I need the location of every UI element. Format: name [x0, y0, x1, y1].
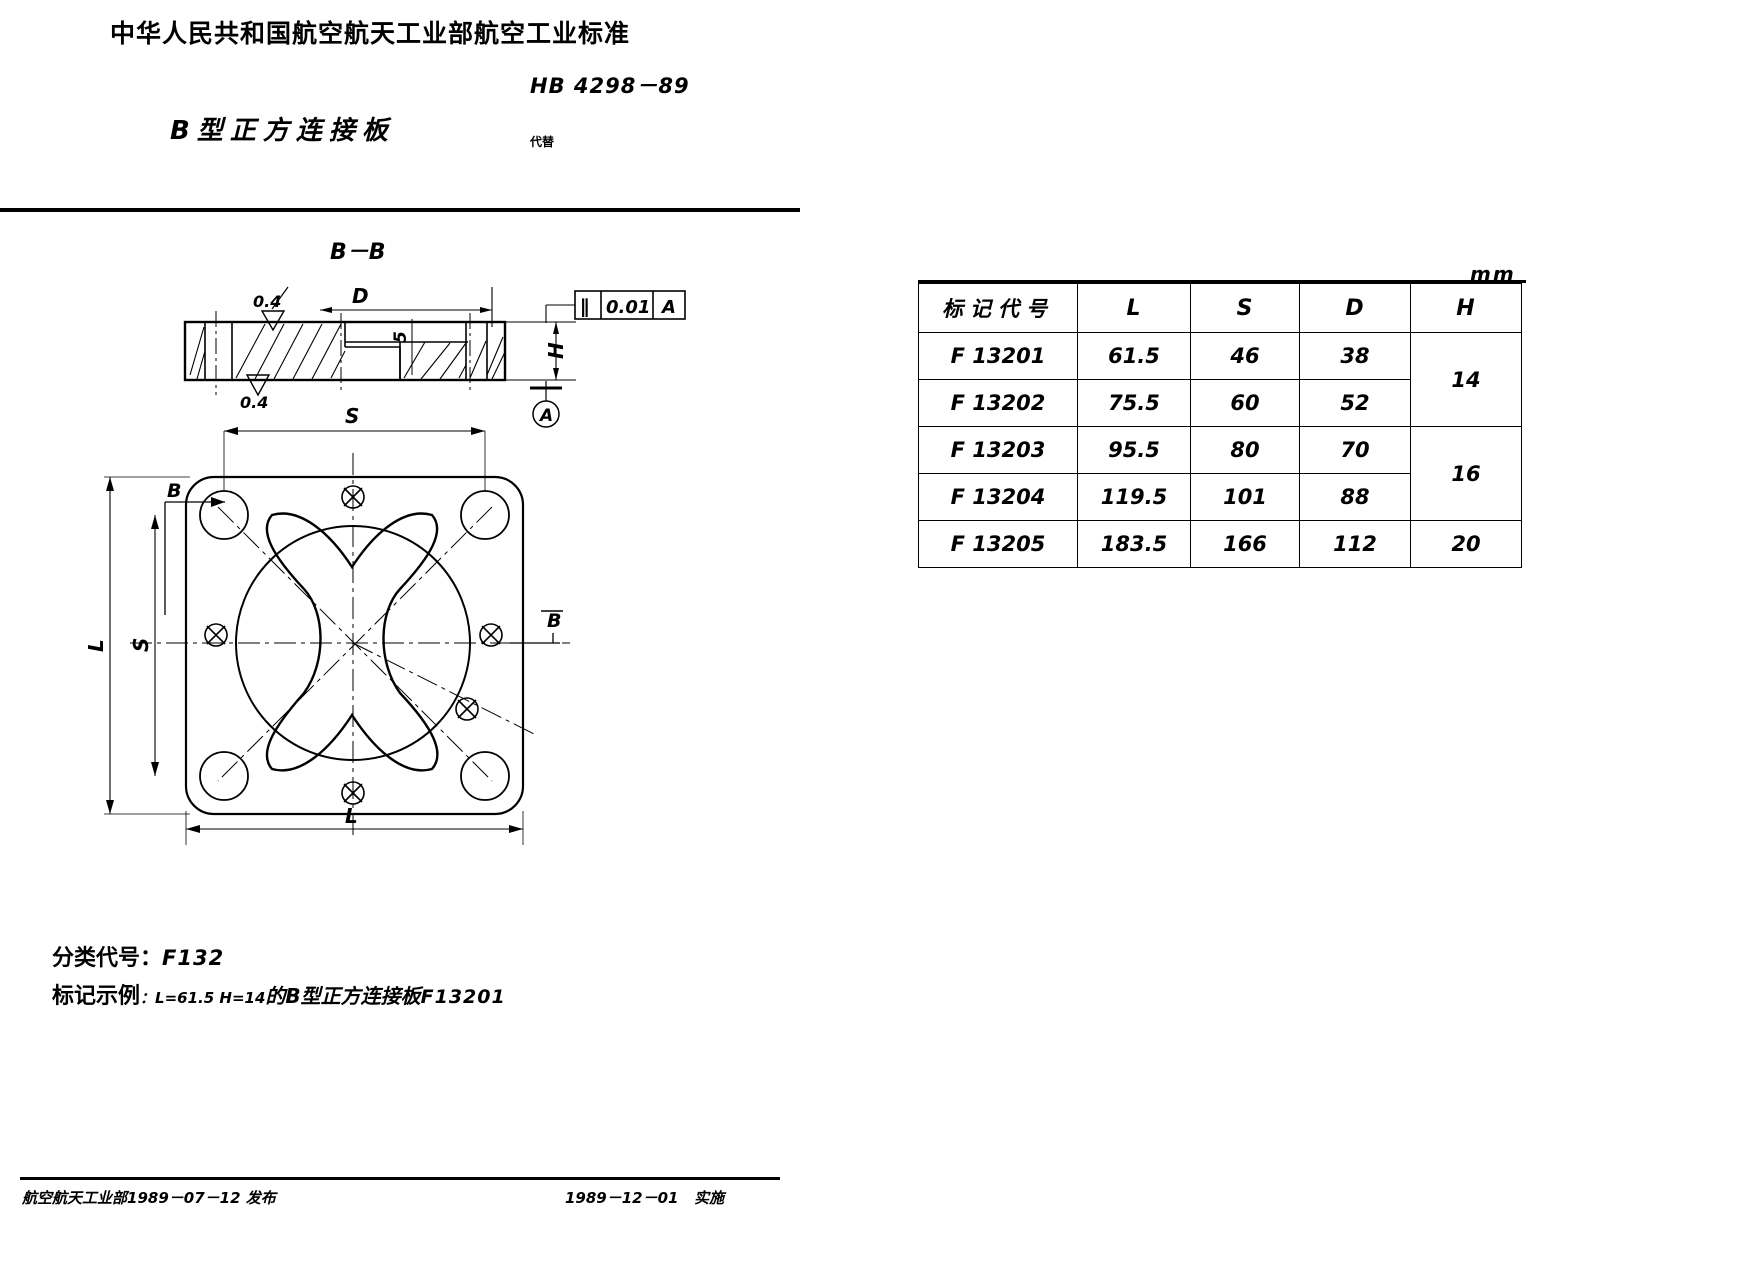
dimension-label-S-left: S	[129, 638, 153, 652]
table-row: F 13205 183.5 166 112 20	[918, 520, 1522, 568]
dimension-label-L-left: L	[84, 639, 108, 652]
cell-mark: F 13202	[918, 379, 1078, 427]
example-description: 的B型正方连接板	[265, 984, 421, 1008]
standard-number: HB 4298－89	[530, 74, 690, 98]
publish-verb: 发布	[245, 1189, 276, 1207]
page-title: 中华人民共和国航空航天工业部航空工业标准	[110, 19, 631, 48]
table-top-rule	[918, 280, 1526, 283]
tolerance-value: 0.01	[606, 297, 650, 318]
classification-value: F132	[162, 946, 225, 970]
cell-D: 88	[1299, 473, 1411, 521]
column-header-D: D	[1299, 283, 1411, 333]
cell-L: 119.5	[1077, 473, 1191, 521]
classification-label: 分类代号：	[52, 946, 163, 971]
column-header-L: L	[1077, 283, 1191, 333]
cell-D: 52	[1299, 379, 1411, 427]
dimension-label-S-top: S	[345, 404, 359, 428]
table-row: F 13202 75.5 60 52	[918, 379, 1522, 427]
dimension-label-depth: 5	[391, 331, 411, 343]
example-separator: ：	[140, 989, 156, 1007]
example-code: F13201	[420, 986, 506, 1008]
cell-L: 183.5	[1077, 520, 1191, 568]
replaces-label: 代替	[530, 135, 555, 149]
cell-S: 46	[1190, 332, 1300, 380]
table-header-row: 标记代号 L S D H	[918, 283, 1522, 333]
cell-mark: F 13201	[918, 332, 1078, 380]
part-name-title: B型正方连接板	[170, 116, 395, 146]
column-header-H: H	[1410, 283, 1522, 333]
cell-H: 20	[1410, 520, 1522, 568]
cell-H: 16	[1410, 426, 1522, 521]
cell-D: 70	[1299, 426, 1411, 474]
cell-L: 75.5	[1077, 379, 1191, 427]
column-header-mark: 标记代号	[918, 283, 1078, 333]
effective-verb: 实施	[694, 1189, 725, 1207]
cell-L: 61.5	[1077, 332, 1191, 380]
effective-date: 1989－12－01	[565, 1189, 679, 1207]
dimension-label-D: D	[352, 284, 369, 308]
publisher-info: 航空航天工业部1989－07－12 发布	[22, 1187, 276, 1208]
dimension-label-L-bottom: L	[345, 804, 358, 828]
cell-mark: F 13204	[918, 473, 1078, 521]
cell-D: 112	[1299, 520, 1411, 568]
technical-drawing: B－B	[84, 240, 686, 845]
table-row: F 13203 95.5 80 70 16	[918, 426, 1522, 521]
example-label: 标记示例	[52, 984, 141, 1009]
classification-note: 分类代号：F132	[52, 940, 224, 972]
marking-example-note: 标记示例：L=61.5 H=14的B型正方连接板F13201	[52, 978, 506, 1010]
example-parameters: L=61.5 H=14	[155, 989, 266, 1007]
cell-H: 14	[1410, 332, 1522, 427]
cell-S: 166	[1190, 520, 1300, 568]
dimension-label-H: H	[544, 342, 568, 359]
dimension-table-container: 标记代号 L S D H F 13201 61.5 46 38 14 F 132…	[918, 280, 1526, 568]
dimension-table: 标记代号 L S D H F 13201 61.5 46 38 14 F 132…	[918, 283, 1522, 568]
section-mark-right-B: B	[547, 610, 561, 632]
footer-divider	[20, 1177, 780, 1180]
publish-date: 1989－07－12	[127, 1189, 241, 1207]
datum-label-A: A	[538, 406, 553, 426]
cell-mark: F 13203	[918, 426, 1078, 474]
publisher-name: 航空航天工业部	[22, 1189, 128, 1207]
cell-S: 101	[1190, 473, 1300, 521]
column-header-S: S	[1190, 283, 1300, 333]
section-view-label: B－B	[330, 240, 386, 265]
effective-info: 1989－12－01 实施	[565, 1187, 724, 1208]
cell-L: 95.5	[1077, 426, 1191, 474]
tolerance-symbol-parallelism: ∥	[580, 296, 590, 318]
cell-mark: F 13205	[918, 520, 1078, 568]
section-mark-left-B: B	[167, 480, 181, 502]
roughness-label-bottom: 0.4	[240, 393, 268, 412]
header-divider	[0, 208, 800, 212]
cell-S: 60	[1190, 379, 1300, 427]
table-row: F 13201 61.5 46 38 14	[918, 332, 1522, 427]
tolerance-datum-ref: A	[660, 297, 676, 318]
cell-S: 80	[1190, 426, 1300, 474]
cell-D: 38	[1299, 332, 1411, 380]
